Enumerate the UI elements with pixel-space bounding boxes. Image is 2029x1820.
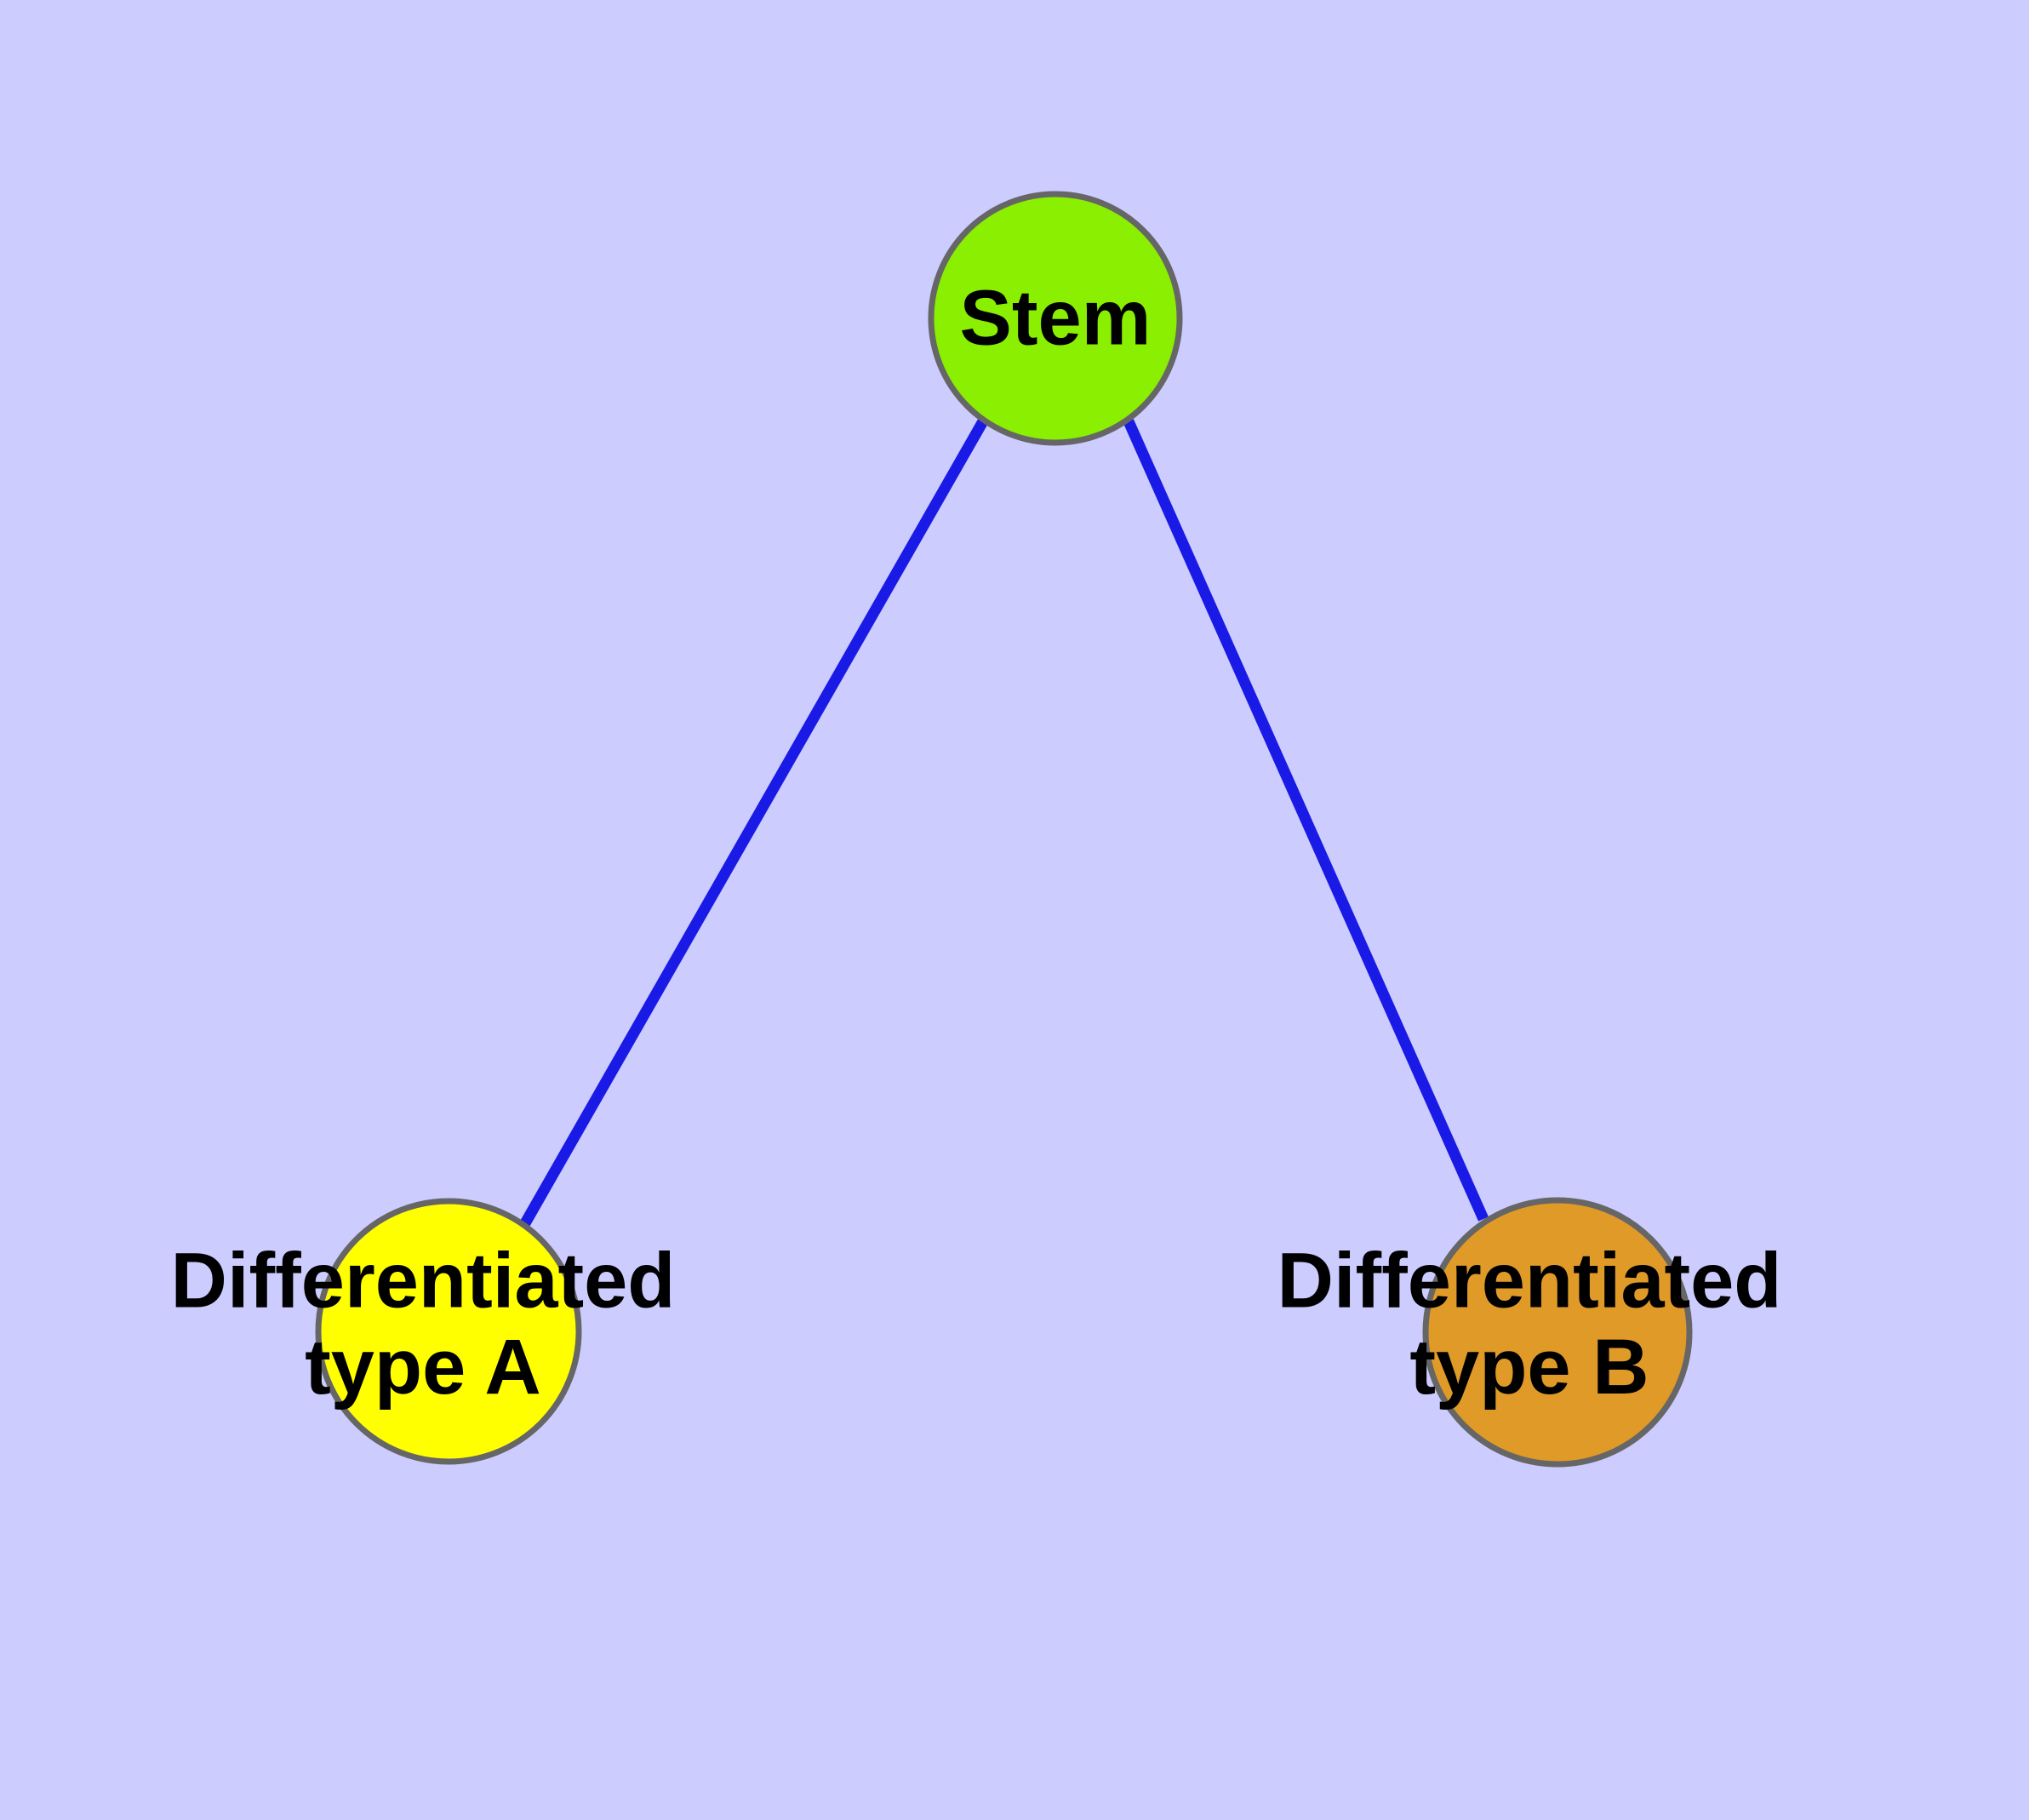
- nodes-layer: [315, 191, 1693, 1468]
- node-diff_a[interactable]: [315, 1198, 582, 1465]
- node-stem[interactable]: [928, 191, 1183, 446]
- node-label-stem: Stem: [960, 274, 1152, 361]
- node-label-line: Differentiated: [1277, 1238, 1782, 1325]
- edges-layer: [520, 418, 1489, 1227]
- node-diff_b[interactable]: [1422, 1197, 1693, 1468]
- node-label-line: Differentiated: [171, 1238, 676, 1325]
- edge-stem-to-diff-a[interactable]: [520, 418, 988, 1227]
- node-label-line: Stem: [960, 274, 1152, 361]
- node-label-line: type B: [1409, 1324, 1649, 1411]
- edge-stem-to-diff-b[interactable]: [1123, 419, 1489, 1222]
- node-label-line: type A: [305, 1324, 541, 1411]
